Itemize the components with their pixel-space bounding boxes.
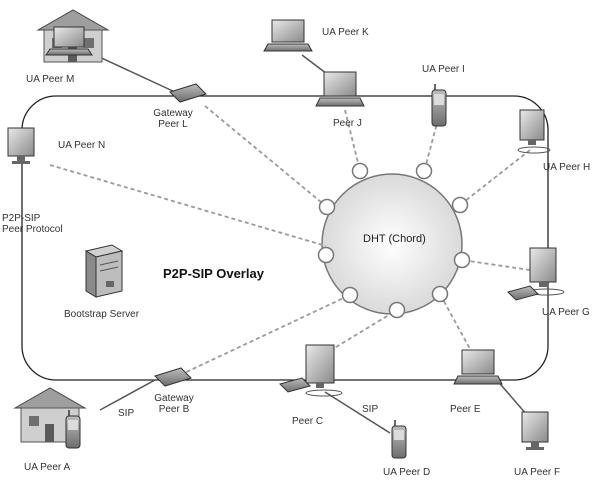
label-sip-center: SIP — [362, 404, 379, 415]
label-gateway-peer-b: Gateway Peer B — [148, 393, 200, 415]
gateway-router-icon — [154, 367, 192, 387]
ring-node — [415, 162, 433, 180]
label-ua-peer-d: UA Peer D — [383, 467, 431, 478]
label-bootstrap-server: Bootstrap Server — [64, 309, 140, 320]
ring-node — [317, 246, 335, 264]
protocol-line1: P2P-SIP — [2, 213, 41, 224]
label-dht: DHT (Chord) — [363, 233, 426, 245]
label-gateway-peer-l: Gateway Peer L — [148, 108, 198, 130]
keyboard-icon — [279, 377, 311, 393]
label-sip-left: SIP — [118, 408, 135, 419]
label-ua-peer-n: UA Peer N — [58, 140, 106, 151]
ring-node — [318, 198, 336, 216]
monitor-icon — [527, 247, 565, 296]
monitor-icon — [305, 344, 343, 397]
ring-node — [388, 301, 406, 319]
label-ua-peer-f: UA Peer F — [514, 467, 561, 478]
keyboard-icon — [507, 285, 539, 301]
label-peer-c: Peer C — [292, 416, 324, 427]
ring-nodes — [317, 162, 471, 319]
gateway-b-line1: Gateway — [154, 393, 194, 404]
label-ua-peer-k: UA Peer K — [322, 27, 369, 38]
mobile-phone-icon — [391, 420, 407, 459]
mobile-phone-icon — [65, 410, 81, 449]
monitor-icon — [521, 411, 549, 450]
label-peer-e: Peer E — [450, 404, 481, 415]
label-ua-peer-i: UA Peer I — [422, 64, 465, 75]
label-ua-peer-a: UA Peer A — [24, 462, 71, 473]
ring-node — [351, 162, 369, 180]
overlay-title: P2P-SIP Overlay — [163, 266, 264, 281]
label-ua-peer-m: UA Peer M — [26, 74, 75, 85]
ring-node — [431, 285, 449, 303]
protocol-line2: Peer Protocol — [2, 224, 63, 235]
monitor-icon — [517, 109, 551, 154]
ring-node — [453, 251, 471, 269]
server-icon — [84, 244, 124, 298]
laptop-icon — [263, 19, 313, 52]
gateway-l-line2: Peer L — [158, 119, 188, 130]
gateway-router-icon — [169, 83, 207, 103]
laptop-icon — [453, 349, 503, 385]
ring-node — [451, 196, 469, 214]
label-ua-peer-g: UA Peer G — [542, 307, 590, 318]
gateway-l-line1: Gateway — [153, 108, 193, 119]
gateway-b-line2: Peer B — [158, 404, 190, 415]
label-protocol: P2P-SIP Peer Protocol — [2, 213, 63, 235]
monitor-icon — [7, 127, 35, 164]
mobile-phone-icon — [431, 84, 447, 127]
ring-node — [341, 286, 359, 304]
laptop-icon — [315, 71, 365, 107]
laptop-icon — [45, 26, 93, 56]
label-peer-j: Peer J — [333, 118, 362, 129]
overlay-boundary — [21, 95, 549, 381]
label-ua-peer-h: UA Peer H — [543, 162, 591, 173]
